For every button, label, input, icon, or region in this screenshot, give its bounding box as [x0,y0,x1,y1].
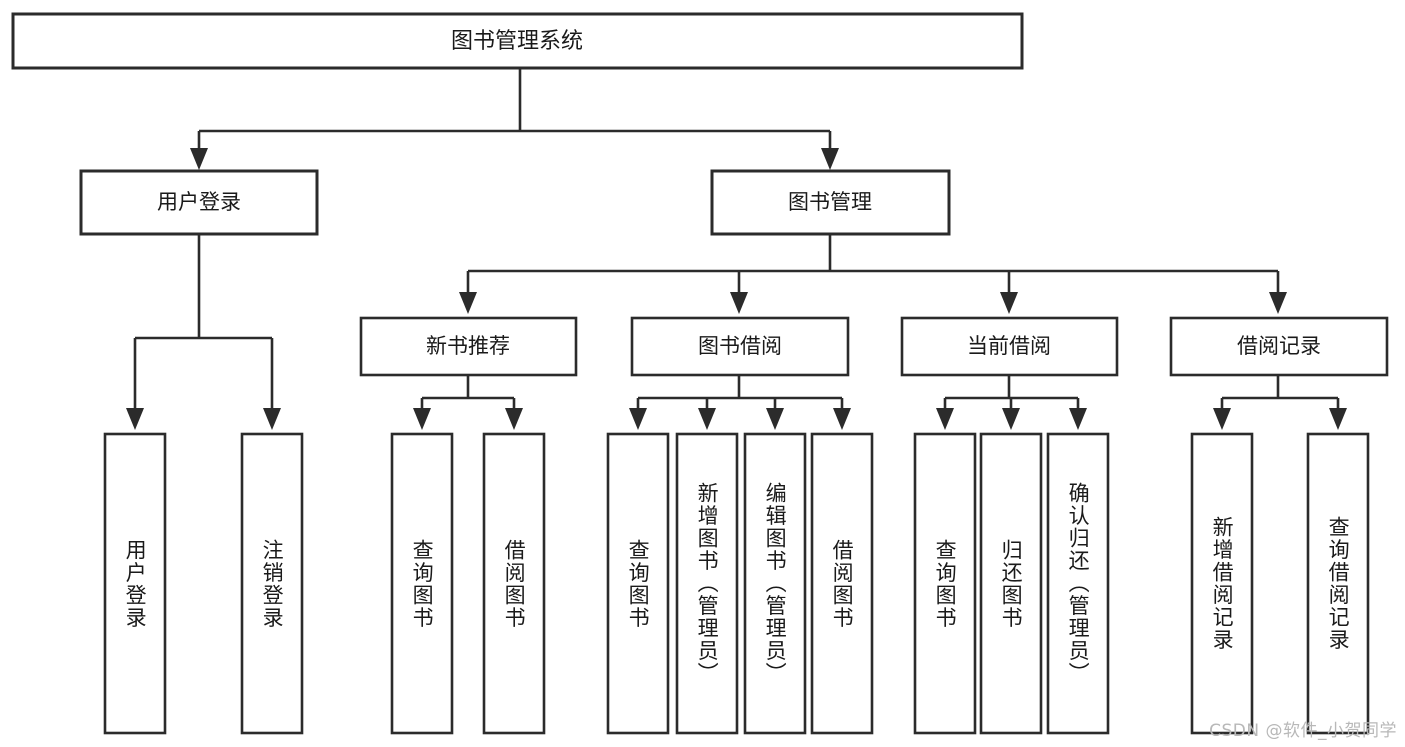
node-book-manage[interactable]: 图书管理 [710,169,951,236]
arrow-leaf-borrow-book-2 [833,408,851,430]
node-root-label: 图书管理系统 [451,29,583,54]
leaf-confirm-return-box[interactable] [1046,432,1110,735]
node-user-login-box[interactable] [79,169,319,236]
arrow-to-user-login [190,148,208,170]
arrow-leaf-borrow-book-1 [505,408,523,430]
node-new-book-recommend-box[interactable] [359,316,578,377]
node-borrow-record-box[interactable] [1169,316,1389,377]
arrow-leaf-edit-book [766,408,784,430]
arrow-leaf-query-book-2 [629,408,647,430]
leaf-boxes-layer [103,432,1370,735]
arrow-leaf-add-record [1213,408,1231,430]
node-new-book-recommend-label: 新书推荐 [426,334,510,358]
leaf-borrow-book-1-box[interactable] [482,432,546,735]
arrow-leaf-confirm-return [1069,408,1087,430]
node-root[interactable]: 图书管理系统 [11,12,1024,70]
arrow-leaf-query-record [1329,408,1347,430]
arrow-leaf-return-book [1002,408,1020,430]
arrow-to-current-borrow [1000,292,1018,314]
arrow-leaf-add-book [698,408,716,430]
node-current-borrow-box[interactable] [900,316,1119,377]
node-book-borrow-box[interactable] [630,316,850,377]
arrow-leaf-query-book-1 [413,408,431,430]
connectors-layer [126,68,1347,430]
arrow-to-book-borrow [730,292,748,314]
node-borrow-record-label: 借阅记录 [1237,334,1321,358]
leaf-add-record-box[interactable] [1190,432,1254,735]
arrow-to-new-book-recommend [459,292,477,314]
node-book-borrow-label: 图书借阅 [698,334,782,358]
node-user-login[interactable]: 用户登录 [79,169,319,236]
leaf-user-logout-box[interactable] [240,432,304,735]
node-book-manage-label: 图书管理 [788,190,872,214]
leaf-edit-book-box[interactable] [743,432,807,735]
node-current-borrow-label: 当前借阅 [967,334,1051,358]
arrow-to-borrow-record [1269,292,1287,314]
node-borrow-record[interactable]: 借阅记录 [1169,316,1389,377]
arrow-leaf-user-logout [263,408,281,430]
arrow-leaf-query-book-3 [936,408,954,430]
leaf-query-book-2-box[interactable] [606,432,670,735]
leaf-query-book-3-box[interactable] [913,432,977,735]
node-root-box[interactable] [11,12,1024,70]
arrow-leaf-user-login [126,408,144,430]
node-current-borrow[interactable]: 当前借阅 [900,316,1119,377]
leaf-query-book-1-box[interactable] [390,432,454,735]
leaf-borrow-book-2-box[interactable] [810,432,874,735]
leaf-return-book-box[interactable] [979,432,1043,735]
arrow-to-book-manage [821,148,839,170]
leaf-user-login-box[interactable] [103,432,167,735]
node-book-borrow[interactable]: 图书借阅 [630,316,850,377]
node-book-manage-box[interactable] [710,169,951,236]
node-user-login-label: 用户登录 [157,190,241,214]
leaf-add-book-box[interactable] [675,432,739,735]
leaf-query-record-box[interactable] [1306,432,1370,735]
node-new-book-recommend[interactable]: 新书推荐 [359,316,578,377]
watermark-text: CSDN @软件_小贺同学 [1209,721,1397,741]
